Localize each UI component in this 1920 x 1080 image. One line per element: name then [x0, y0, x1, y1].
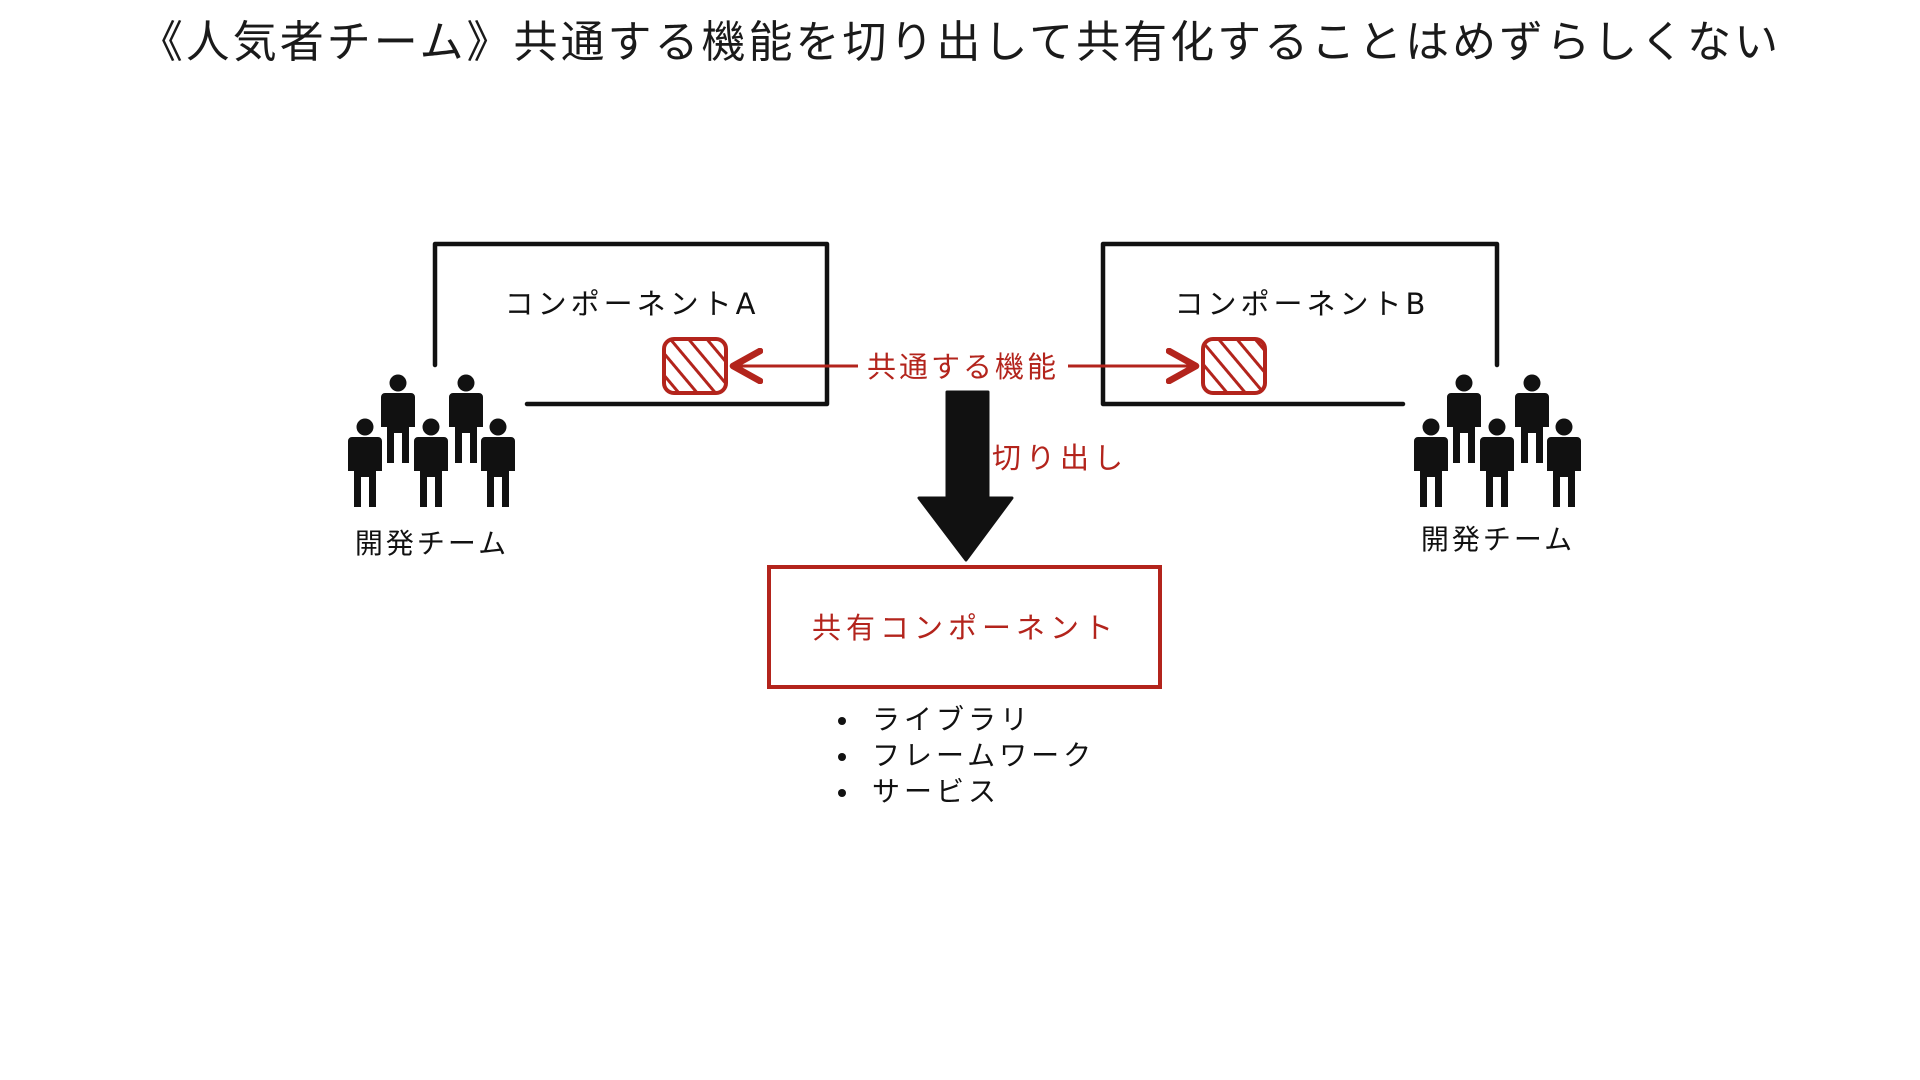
list-item-label: サービス	[872, 775, 1001, 808]
team-right-label: 開発チーム	[1421, 523, 1575, 556]
component-a-label: コンポーネントA	[505, 287, 760, 321]
component-b-label: コンポーネントB	[1175, 287, 1430, 321]
team-left-label: 開発チーム	[355, 527, 509, 560]
bullet-icon	[838, 789, 846, 797]
list-item: サービス	[838, 774, 1095, 810]
team-right-people-icon	[1414, 374, 1581, 507]
shared-examples-list: ライブラリ フレームワーク サービス	[838, 702, 1095, 810]
component-a-box: コンポーネントA	[432, 241, 830, 407]
extract-arrow-icon	[917, 390, 1014, 562]
extract-label: 切り出し	[992, 441, 1128, 475]
list-item-label: フレームワーク	[872, 739, 1096, 772]
shared-component-label: 共有コンポーネント	[812, 611, 1118, 645]
page-title: 《人気者チーム》共通する機能を切り出して共有化することはめずらしくない	[138, 17, 1782, 68]
shared-component-box: 共有コンポーネント	[767, 565, 1162, 689]
bullet-icon	[838, 753, 846, 761]
list-item: フレームワーク	[838, 738, 1095, 774]
feature-square-a	[662, 337, 728, 395]
team-left-people-icon	[348, 374, 515, 507]
common-feature-label: 共通する機能	[867, 350, 1059, 384]
list-item-label: ライブラリ	[872, 703, 1033, 736]
list-item: ライブラリ	[838, 702, 1095, 738]
feature-square-b	[1201, 337, 1267, 395]
component-b-box: コンポーネントB	[1100, 241, 1500, 407]
bullet-icon	[838, 717, 846, 725]
